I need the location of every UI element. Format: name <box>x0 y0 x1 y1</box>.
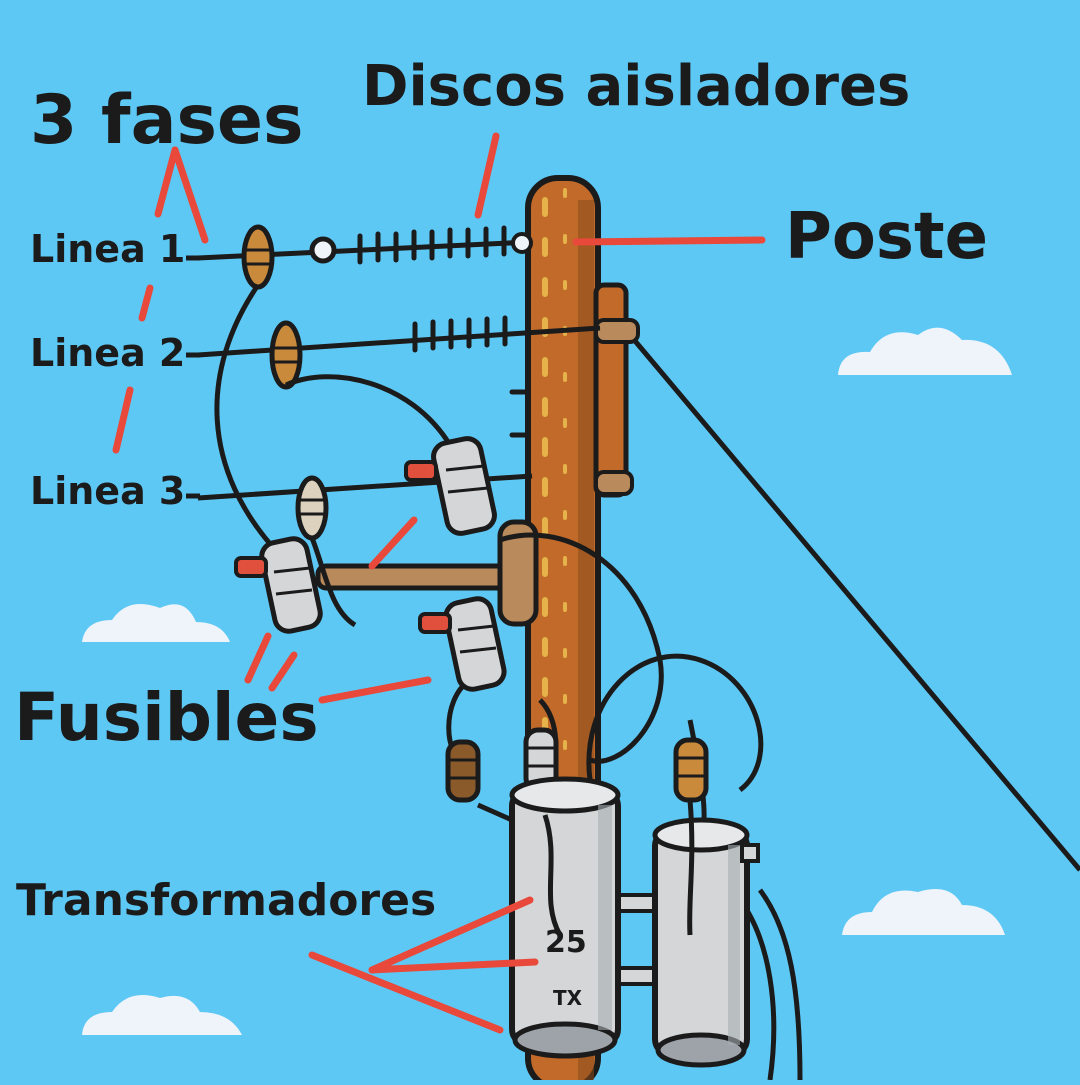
insulator-disc-string <box>412 315 508 353</box>
label-three-phases: 3 fases <box>30 81 304 160</box>
pin-insulator <box>269 320 303 390</box>
cloud <box>82 604 230 642</box>
cloud <box>842 888 1005 935</box>
label-line-3: Linea 3 <box>30 469 185 513</box>
insulator-disc-string <box>357 225 507 265</box>
label-transformers: Transformadores <box>16 875 436 926</box>
pole-bracket <box>593 282 629 498</box>
pin-insulator <box>241 224 275 290</box>
line-2-wire <box>197 325 601 358</box>
label-insulator-discs: Discos aisladores <box>362 54 910 119</box>
crossarm-mount <box>497 519 539 627</box>
label-leaders <box>186 255 200 499</box>
transformer <box>509 776 621 1059</box>
pole-steps <box>509 389 531 438</box>
crossarm <box>315 563 517 591</box>
pin-insulator <box>295 475 329 541</box>
transformer-lead <box>542 814 563 937</box>
bracket-arm <box>594 318 640 344</box>
label-fuses: Fusibles <box>14 679 319 756</box>
cloud <box>82 995 242 1035</box>
bushing-arm <box>476 802 514 823</box>
label-pole: Poste <box>785 200 988 274</box>
fuse-cutout <box>234 536 323 634</box>
transformer-code: TX <box>553 986 583 1010</box>
fuse-cutout <box>418 596 507 692</box>
bushing <box>673 737 709 803</box>
callout-lines <box>112 132 766 1034</box>
transformer-lead <box>687 799 695 936</box>
transformer-rating: 25 <box>545 925 587 960</box>
insulator-eye <box>511 232 533 254</box>
transformer <box>652 817 760 1068</box>
label-line-2: Linea 2 <box>30 331 185 375</box>
bushing <box>445 739 481 803</box>
fuse-cutout <box>404 436 497 536</box>
label-line-1: Linea 1 <box>30 227 185 271</box>
cloud <box>838 327 1012 375</box>
insulator-eye <box>309 236 337 264</box>
guy-wire <box>628 333 1080 872</box>
bracket-arm <box>594 470 634 496</box>
